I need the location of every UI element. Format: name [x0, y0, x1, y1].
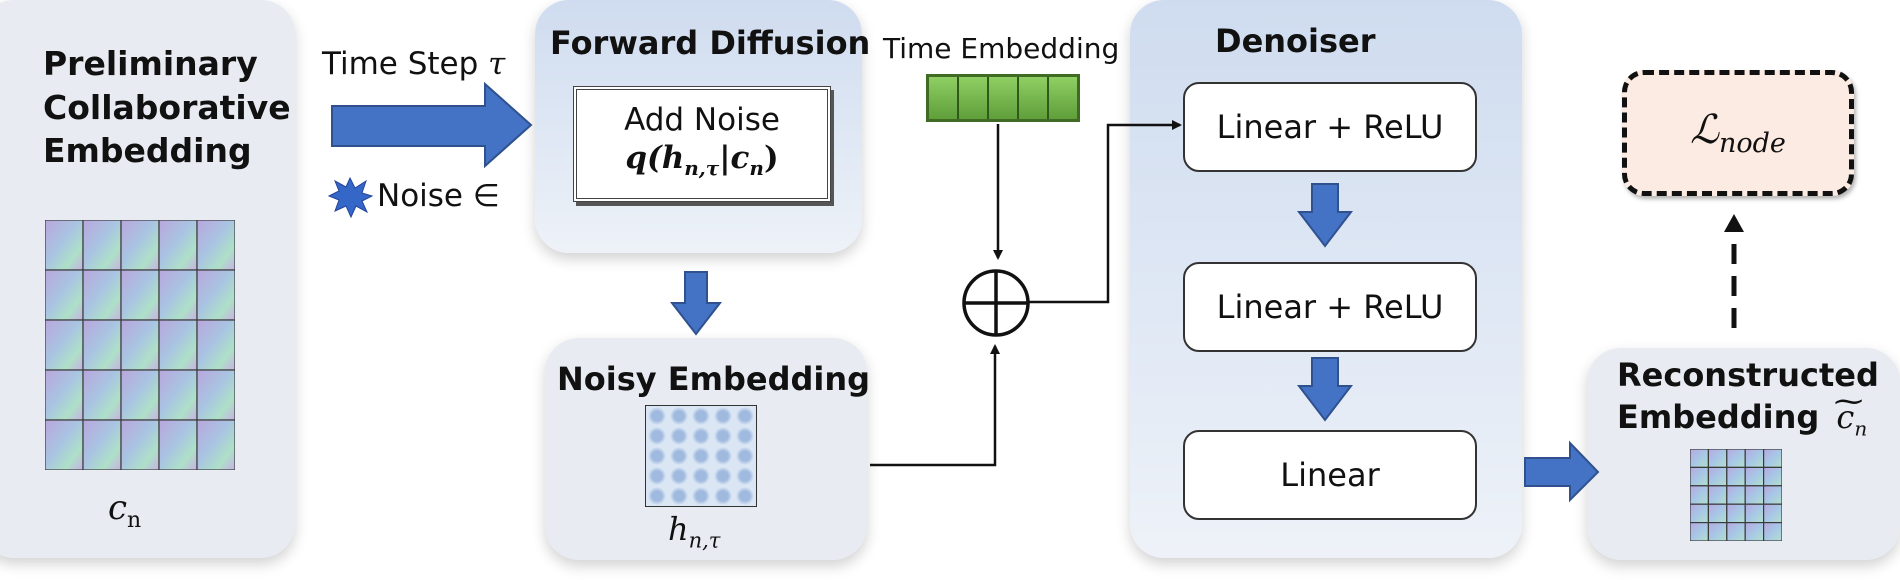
- noisy-embedding-image: [645, 405, 757, 507]
- denoiser-layer-1: Linear + ReLU: [1183, 82, 1477, 172]
- node-loss-box: ℒnode: [1622, 70, 1854, 196]
- time-step-label: Time Step τ: [322, 46, 506, 82]
- noisy-embedding-title: Noisy Embedding: [557, 360, 871, 398]
- embedding-cell: [82, 220, 122, 271]
- noise-burst-icon: [327, 176, 374, 219]
- time-step-arrow: [331, 81, 533, 169]
- denoiser-to-reconstructed-arrow: [1524, 440, 1600, 503]
- noisy-embedding-symbol: hn,τ: [668, 510, 721, 553]
- noise-label: Noise ∈: [377, 178, 500, 214]
- embedding-cell: [120, 419, 160, 470]
- embedding-cell: [120, 269, 160, 321]
- embedding-cell: [196, 419, 235, 470]
- preliminary-embedding-grid: [45, 220, 235, 470]
- denoiser-title: Denoiser: [1215, 22, 1376, 60]
- time-embedding-cell: [929, 77, 959, 119]
- embedding-cell: [45, 220, 84, 271]
- add-noise-label: Add Noise: [624, 102, 780, 138]
- sum-operator-icon: [962, 269, 1030, 337]
- embedding-cell: [196, 319, 235, 371]
- denoiser-layer-2: Linear + ReLU: [1183, 262, 1477, 352]
- embedding-cell: [196, 369, 235, 421]
- embedding-cell: [158, 319, 198, 371]
- node-loss-symbol: ℒnode: [1690, 107, 1786, 159]
- reconstructed-symbol: cn ~: [1831, 383, 1868, 440]
- denoiser-layer-3: Linear: [1183, 430, 1477, 520]
- reconstructed-to-loss-arrowhead: [1724, 214, 1744, 232]
- denoiser-arrow-2: [1296, 357, 1354, 422]
- time-embedding-cell: [989, 77, 1019, 119]
- reconstructed-embedding-grid: [1690, 449, 1782, 541]
- embedding-cell: [45, 269, 84, 321]
- forward-diffusion-title: Forward Diffusion: [550, 24, 871, 62]
- preliminary-title: Preliminary Collaborative Embedding: [43, 44, 291, 171]
- add-noise-box: Add Noise q(hn,τ|cn): [573, 86, 831, 202]
- forward-to-noisy-arrow: [669, 271, 723, 336]
- forward-diffusion-formula: q(hn,τ|cn): [625, 140, 779, 181]
- embedding-cell: [45, 369, 84, 421]
- time-embedding-vector: [926, 74, 1080, 122]
- embedding-cell: [82, 269, 122, 321]
- time-embedding-label: Time Embedding: [883, 32, 1120, 65]
- embedding-cell: [158, 220, 198, 271]
- embedding-cell: [120, 220, 160, 271]
- time-embedding-cell: [1049, 77, 1077, 119]
- sum-to-denoiser-connector: [1028, 120, 1182, 304]
- preliminary-symbol: cn: [108, 488, 142, 533]
- noisy-to-sum-connector: [870, 344, 1000, 467]
- time-embedding-cell: [959, 77, 989, 119]
- reconstructed-title: Reconstructed Embedding cn ~: [1617, 356, 1879, 440]
- denoiser-arrow-1: [1296, 183, 1354, 248]
- time-embedding-cell: [1019, 77, 1049, 119]
- embedding-cell: [158, 419, 198, 470]
